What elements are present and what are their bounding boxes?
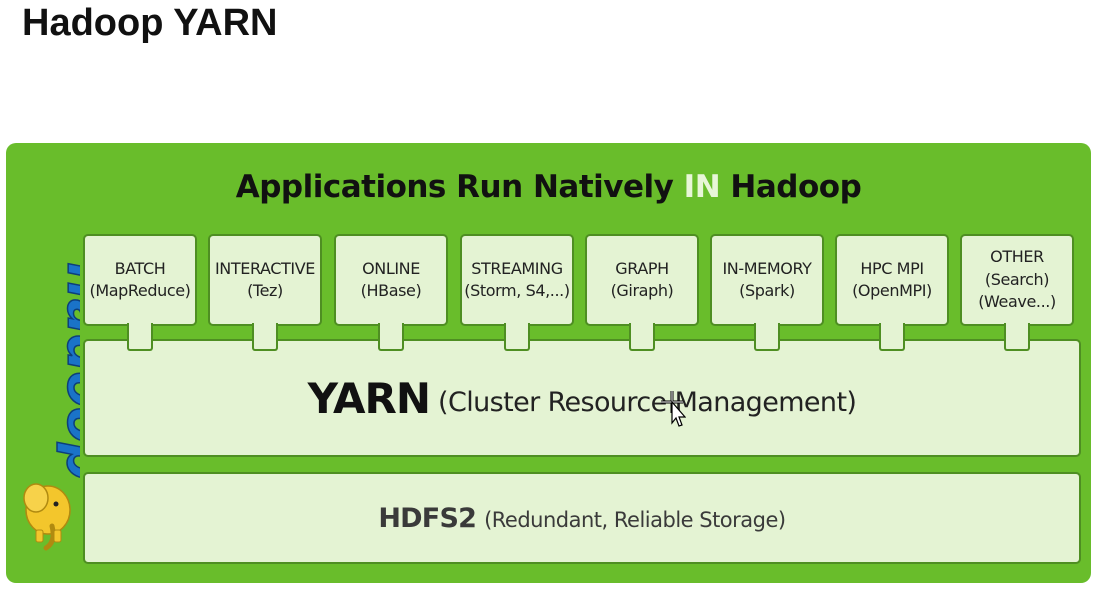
app-box-hpc-mpi: HPC MPI (OpenMPI) [835, 234, 949, 326]
page-title: Hadoop YARN [22, 2, 278, 44]
app-detail: (MapReduce) [89, 281, 191, 300]
app-label: HPC MPI [860, 258, 924, 278]
app-box-online: ONLINE (HBase) [334, 234, 448, 326]
app-label: ONLINE [362, 258, 420, 278]
connector-notch [504, 323, 530, 351]
hdfs-layer: HDFS2 (Redundant, Reliable Storage) [83, 472, 1081, 564]
app-box-in-memory: IN-MEMORY (Spark) [710, 234, 824, 326]
hadoop-stack-diagram: Applications Run Natively IN Hadoop BATC… [6, 143, 1091, 583]
app-detail: (Spark) [739, 281, 795, 300]
yarn-description: (Cluster Resource Management) [438, 386, 857, 418]
heading-text-prefix: Applications Run Natively [235, 169, 684, 205]
app-detail: (Tez) [247, 281, 283, 300]
app-detail-secondary: (Weave...) [978, 292, 1056, 312]
app-label: STREAMING [471, 258, 563, 278]
connector-notch [378, 323, 404, 351]
connector-notch [879, 323, 905, 351]
app-box-batch: BATCH (MapReduce) [83, 234, 197, 326]
app-detail: (HBase) [360, 281, 422, 300]
mouse-cursor-icon [661, 391, 686, 427]
app-label: OTHER [990, 247, 1044, 267]
app-box-interactive: INTERACTIVE (Tez) [208, 234, 322, 326]
hdfs-description: (Redundant, Reliable Storage) [484, 507, 786, 532]
connector-notch [252, 323, 278, 351]
app-detail: (Storm, S4,...) [464, 281, 570, 300]
app-label: IN-MEMORY [722, 258, 812, 278]
app-box-other: OTHER (Search) (Weave...) [960, 234, 1074, 326]
yarn-name: YARN [307, 373, 431, 423]
yarn-layer: YARN (Cluster Resource Management) [83, 339, 1081, 457]
diagram-heading: Applications Run Natively IN Hadoop [6, 169, 1091, 205]
logo-wordmark: hadoop [55, 262, 80, 480]
hadoop-elephant-logo-icon: hadoop [23, 262, 80, 551]
connector-notch [754, 323, 780, 351]
app-label: INTERACTIVE [214, 258, 316, 278]
connector-notch [127, 323, 153, 351]
app-label: GRAPH [615, 258, 669, 278]
app-detail: (OpenMPI) [852, 281, 932, 300]
elephant-icon [23, 483, 71, 551]
heading-text-suffix: Hadoop [720, 169, 862, 205]
app-detail: (Giraph) [610, 281, 674, 300]
app-detail: (Search) [984, 269, 1050, 289]
app-label: BATCH [114, 258, 166, 278]
hdfs-name: HDFS2 [378, 502, 477, 534]
connector-notch [1004, 323, 1030, 351]
app-box-streaming: STREAMING (Storm, S4,...) [460, 234, 574, 326]
heading-accent: IN [683, 169, 721, 205]
app-box-graph: GRAPH (Giraph) [585, 234, 699, 326]
connector-notch [629, 323, 655, 351]
